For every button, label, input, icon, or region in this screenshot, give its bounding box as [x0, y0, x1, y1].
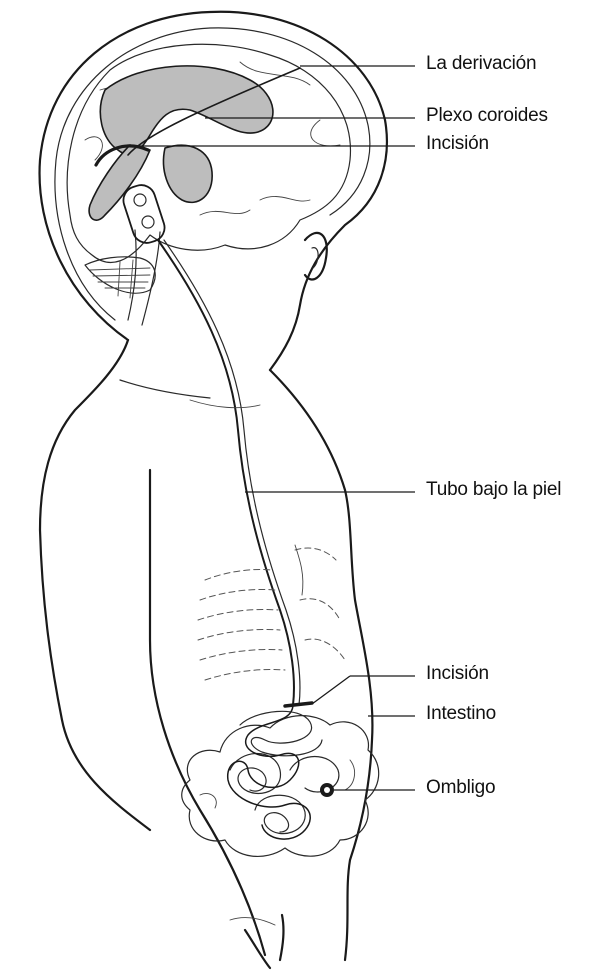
valve-chamber-2	[142, 216, 154, 228]
ear	[305, 233, 327, 280]
label-choroid-plexus: Plexo coroides	[426, 105, 548, 127]
small-intestine-1	[240, 711, 322, 755]
label-intestine: Intestino	[426, 703, 496, 725]
leader-abdomen-incision	[312, 676, 350, 704]
distal-catheter-inner	[164, 240, 300, 705]
shoulder-line	[120, 380, 210, 398]
label-head-incision: Incisión	[426, 133, 489, 155]
ventricles	[89, 66, 273, 220]
back-outline	[40, 340, 150, 830]
valve-chamber-1	[134, 194, 146, 206]
intestines	[182, 703, 379, 856]
body	[40, 340, 372, 968]
arm-outline	[150, 470, 265, 955]
label-tube-under-skin: Tubo bajo la piel	[426, 479, 561, 501]
label-shunt: La derivación	[426, 53, 536, 75]
label-navel: Ombligo	[426, 777, 495, 799]
label-abdomen-incision: Incisión	[426, 663, 489, 685]
third-ventricle	[164, 145, 213, 202]
front-outline	[270, 370, 372, 960]
collar-line	[190, 400, 260, 408]
shunt-valve	[120, 181, 168, 246]
distal-catheter	[158, 240, 294, 705]
hand	[245, 915, 283, 968]
lateral-ventricle	[100, 66, 273, 154]
incision-mark-abdomen	[285, 703, 312, 706]
navel-inner	[324, 787, 330, 793]
